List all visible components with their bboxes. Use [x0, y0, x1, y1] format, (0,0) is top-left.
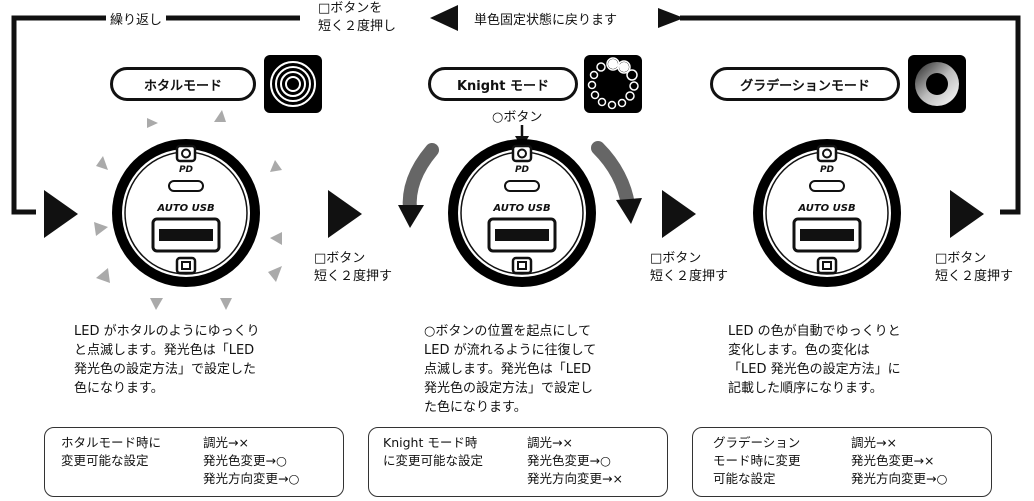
description-knight: ○ボタンの位置を起点にして LED が流れるように往復して 点滅します。発光色は… — [424, 324, 597, 415]
gradation-mode-icon — [908, 55, 966, 113]
device-knight: PD AUTO USB — [445, 136, 599, 290]
return-arrow-head — [430, 5, 458, 31]
pd-label: PD — [514, 165, 530, 175]
settings-box-gradation: グラデーション モード時に変更 可能な設定 調光→× 発光色変更→× 発光方向変… — [692, 427, 992, 497]
flow-arrow-1 — [44, 190, 78, 238]
mode-pill-hotaru: ホタルモード — [110, 67, 256, 101]
loop-line-right — [680, 15, 1021, 215]
flow-arrow-2 — [328, 190, 362, 238]
mode-title-knight: Knight モード — [456, 78, 550, 94]
mode-title-gradation: グラデーションモード — [740, 78, 870, 94]
repeat-label: 繰り返し — [106, 9, 167, 28]
settings-box-knight: Knight モード時 に変更可能な設定 調光→× 発光色変更→○ 発光方向変更… — [368, 427, 668, 497]
knight-arrow-left — [402, 143, 439, 217]
firefly-mode-icon — [264, 55, 322, 113]
firefly-sparkles — [94, 110, 282, 310]
settings-heading-hotaru: ホタルモード時に 変更可能な設定 — [61, 435, 162, 468]
mode-title-hotaru: ホタルモード — [143, 78, 222, 94]
knight-arrow-right — [591, 141, 635, 212]
pd-label: PD — [819, 165, 835, 175]
auto-usb-label: AUTO USB — [157, 203, 215, 214]
settings-list-hotaru: 調光→× 発光色変更→○ 発光方向変更→○ — [203, 435, 300, 486]
return-label: 単色固定状態に戻ります — [470, 9, 622, 28]
mode-pill-gradation: グラデーションモード — [710, 67, 900, 101]
press-twice-label-3: □ボタン短く２度押す — [935, 251, 1014, 284]
pd-label: PD — [178, 165, 194, 175]
flow-arrow-4 — [950, 190, 984, 238]
top-press-label-1: □ボタンを — [318, 0, 383, 18]
settings-box-hotaru: ホタルモード時に 変更可能な設定 調光→× 発光色変更→○ 発光方向変更→○ — [44, 427, 344, 497]
settings-heading-gradation: グラデーション モード時に変更 可能な設定 — [713, 435, 801, 486]
right-loop-arrow-head — [658, 8, 684, 28]
device-gradation: PD AUTO USB — [750, 136, 904, 290]
auto-usb-label: AUTO USB — [493, 203, 551, 214]
knight-mode-icon — [584, 55, 642, 113]
settings-list-gradation: 調光→× 発光色変更→× 発光方向変更→○ — [851, 435, 948, 486]
auto-usb-label: AUTO USB — [798, 203, 856, 214]
press-twice-label-2: □ボタン短く２度押す — [650, 251, 729, 284]
settings-heading-knight: Knight モード時 に変更可能な設定 — [383, 435, 484, 468]
press-twice-label-1: □ボタン短く２度押す — [314, 251, 393, 284]
flow-arrow-3 — [662, 190, 696, 238]
device-hotaru: PD AUTO USB — [109, 136, 263, 290]
circle-button-label: ○ボタン — [492, 106, 543, 125]
description-gradation: LED の色が自動でゆっくりと 変化します。色の変化は 「LED 発光色の設定方… — [728, 324, 901, 396]
top-press-label-2: 短く２度押し — [318, 18, 397, 36]
description-hotaru: LED がホタルのようにゆっくり と点滅します。発光色は「LED 発光色の設定方… — [74, 324, 260, 396]
mode-pill-knight: Knight モード — [428, 67, 578, 101]
settings-list-knight: 調光→× 発光色変更→○ 発光方向変更→× — [527, 435, 623, 486]
